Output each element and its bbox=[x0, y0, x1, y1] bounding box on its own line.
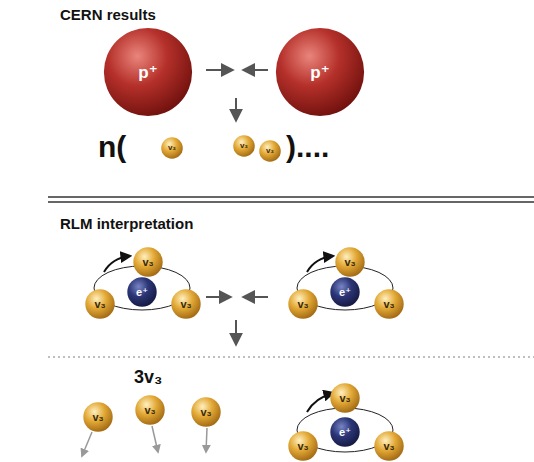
neutrino-sphere: v₃ bbox=[335, 247, 365, 277]
neutrino-sphere: v₃ bbox=[330, 383, 360, 413]
sphere-fill bbox=[191, 397, 220, 426]
positron-sphere: e⁺ bbox=[127, 277, 157, 307]
sphere-fill bbox=[288, 431, 317, 460]
motion-arrow bbox=[244, 296, 268, 298]
sphere-label: v₃ bbox=[94, 299, 105, 310]
sphere-fill bbox=[330, 417, 359, 446]
neutrino-sphere: v₃ bbox=[288, 431, 318, 461]
neutrino-sphere: v₃ bbox=[161, 137, 183, 159]
motion-arrow bbox=[244, 69, 268, 71]
sphere-label: e⁺ bbox=[339, 427, 351, 438]
separator-line bbox=[48, 196, 534, 198]
sphere-label: v₃ bbox=[383, 441, 394, 452]
sphere-fill bbox=[83, 402, 112, 431]
proton-sphere: p⁺ bbox=[103, 27, 193, 117]
sphere-fill bbox=[233, 135, 255, 157]
count-expression: 3v₃ bbox=[134, 368, 162, 386]
sphere-fill bbox=[374, 431, 403, 460]
count-expression: n( bbox=[98, 132, 126, 162]
sphere-fill bbox=[133, 247, 162, 276]
sphere-fill bbox=[85, 289, 114, 318]
rotation-arrow bbox=[307, 393, 333, 412]
sphere-label: e⁺ bbox=[136, 287, 148, 298]
motion-arrow bbox=[206, 296, 230, 298]
neutrino-sphere: v₃ bbox=[191, 397, 221, 427]
trail-line bbox=[152, 426, 158, 452]
neutrino-sphere: v₃ bbox=[374, 289, 404, 319]
neutrino-sphere: v₃ bbox=[171, 289, 201, 319]
neutrino-sphere: v₃ bbox=[83, 402, 113, 432]
neutrino-sphere: v₃ bbox=[374, 431, 404, 461]
sphere-label: p⁺ bbox=[138, 64, 157, 81]
sphere-label: v₃ bbox=[142, 257, 153, 268]
sphere-fill bbox=[330, 383, 359, 412]
result-arrow bbox=[235, 98, 237, 120]
sphere-fill bbox=[161, 137, 183, 159]
count-expression: ).... bbox=[286, 132, 329, 162]
rotation-arrow bbox=[104, 256, 130, 272]
sphere-label: p⁺ bbox=[310, 64, 329, 81]
neutrino-sphere: v₃ bbox=[135, 395, 165, 425]
positron-sphere: e⁺ bbox=[330, 277, 360, 307]
rotation-arrow bbox=[307, 256, 333, 272]
neutrino-sphere: v₃ bbox=[288, 289, 318, 319]
sphere-fill bbox=[330, 277, 359, 306]
sphere-label: v₃ bbox=[297, 441, 308, 452]
result-arrow bbox=[235, 320, 237, 344]
sphere-fill bbox=[335, 247, 364, 276]
sphere-fill bbox=[259, 140, 281, 162]
neutrino-sphere: v₃ bbox=[133, 247, 163, 277]
proton-sphere: p⁺ bbox=[275, 27, 365, 117]
motion-arrow bbox=[206, 69, 232, 71]
sphere-fill bbox=[127, 277, 156, 306]
sphere-fill bbox=[374, 289, 403, 318]
trail-line bbox=[206, 428, 207, 452]
section-heading: CERN results bbox=[60, 7, 156, 22]
sphere-label: v₃ bbox=[92, 412, 103, 423]
sphere-label: v₃ bbox=[180, 299, 191, 310]
sphere-fill bbox=[135, 395, 164, 424]
sphere-fill bbox=[288, 289, 317, 318]
sphere-label: v₃ bbox=[168, 144, 176, 152]
sphere-label: v₃ bbox=[240, 142, 248, 150]
separator-line bbox=[48, 201, 534, 203]
section-heading: RLM interpretation bbox=[60, 216, 193, 231]
sphere-label: v₃ bbox=[344, 257, 355, 268]
sphere-fill bbox=[276, 28, 364, 116]
neutrino-sphere: v₃ bbox=[259, 140, 281, 162]
sphere-fill bbox=[104, 28, 192, 116]
dotted-separator bbox=[48, 356, 534, 358]
sphere-label: v₃ bbox=[200, 407, 211, 418]
trail-line bbox=[82, 432, 92, 456]
sphere-label: e⁺ bbox=[339, 287, 351, 298]
sphere-label: v₃ bbox=[144, 405, 155, 416]
neutrino-sphere: v₃ bbox=[85, 289, 115, 319]
sphere-label: v₃ bbox=[297, 299, 308, 310]
positron-sphere: e⁺ bbox=[330, 417, 360, 447]
sphere-fill bbox=[171, 289, 200, 318]
sphere-label: v₃ bbox=[339, 393, 350, 404]
neutrino-sphere: v₃ bbox=[233, 135, 255, 157]
sphere-label: v₃ bbox=[383, 299, 394, 310]
sphere-label: v₃ bbox=[266, 147, 274, 155]
